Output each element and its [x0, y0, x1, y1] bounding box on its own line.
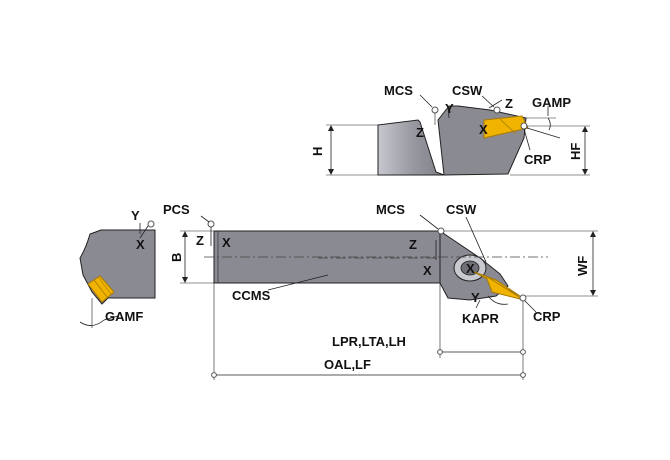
mcs-label-main: MCS [376, 202, 405, 217]
gamf-label: GAMF [105, 309, 143, 324]
wf-label: WF [575, 256, 590, 276]
csw-label-main: CSW [446, 202, 477, 217]
axis-x-end: X [136, 237, 145, 252]
side-view-shank [377, 119, 445, 176]
mcs-point-side [431, 106, 439, 114]
csw-point-side [493, 106, 501, 114]
oal-label: OAL,LF [324, 357, 371, 372]
hf-label: HF [568, 143, 583, 160]
b-label: B [169, 253, 184, 262]
axis-z-side: Z [505, 96, 513, 111]
crp-label-side: CRP [524, 152, 552, 167]
axis-y-end: Y [131, 208, 140, 223]
kapr-label: KAPR [462, 311, 499, 326]
pcs-label: PCS [163, 202, 190, 217]
axis-x-side: X [479, 122, 488, 137]
axis-z-main: Z [196, 233, 204, 248]
axis-x-head: X [423, 263, 432, 278]
axis-z-head: Z [409, 237, 417, 252]
h-label: H [310, 147, 325, 156]
gamp-label: GAMP [532, 95, 571, 110]
mcs-label-side: MCS [384, 83, 413, 98]
lpr-label: LPR,LTA,LH [332, 334, 406, 349]
side-view: MCS CSW CRP Y Z Z X GAMP H HF [310, 83, 590, 176]
crp-point-main [519, 294, 527, 302]
mcs-point-main [437, 227, 445, 235]
ccms-label: CCMS [232, 288, 271, 303]
axis-x-insert: X [466, 261, 475, 276]
crp-label-main: CRP [533, 309, 561, 324]
axis-y-side: Y [445, 101, 454, 116]
pcs-point-end [147, 220, 155, 228]
side-view-head [437, 105, 527, 176]
csw-label-side: CSW [452, 83, 483, 98]
end-view: Y X GAMF [79, 208, 156, 328]
axis-z-side-2: Z [416, 125, 424, 140]
main-view: PCS Z X B MCS Z X CSW X Y CRP KAPR [163, 202, 598, 380]
axis-y-insert: Y [471, 290, 480, 305]
axis-x-main: X [222, 235, 231, 250]
